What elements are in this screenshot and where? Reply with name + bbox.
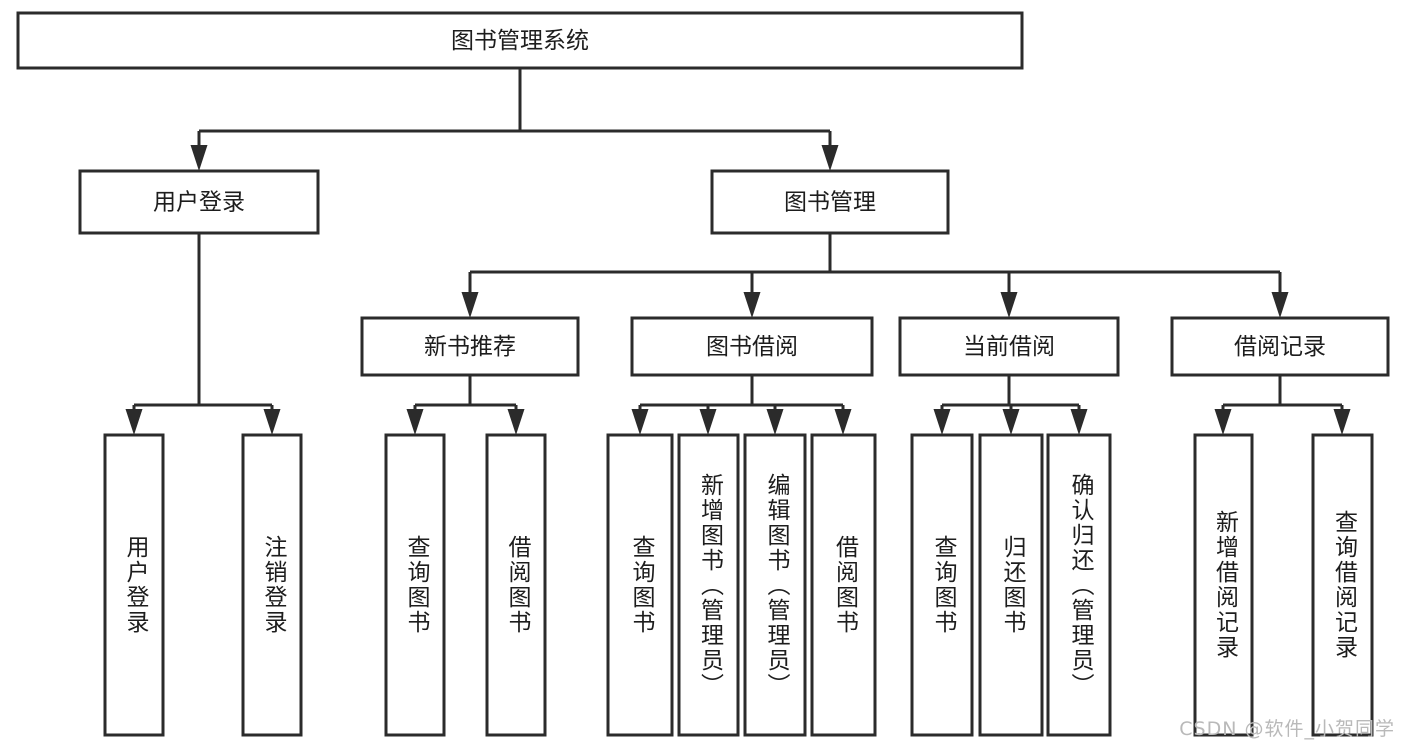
arrow-head-icon (743, 292, 761, 318)
conn-newbook-to-leaves (406, 375, 525, 435)
conn-borrowrecord-to-leaves (1214, 375, 1351, 435)
level3-box-borrow-record[interactable] (1170, 316, 1390, 377)
leaf-box-leaf-query-book-2[interactable] (606, 433, 674, 737)
arrow-head-icon (507, 409, 525, 435)
arrow-head-icon (834, 409, 852, 435)
arrow-head-icon (1271, 292, 1289, 318)
arrow-head-icon (1070, 409, 1088, 435)
arrow-head-icon (821, 145, 839, 171)
arrow-head-icon (1000, 292, 1018, 318)
conn-userlogin-to-leaves (125, 233, 281, 435)
level3-label-current-borrow: 当前借阅 (963, 334, 1055, 360)
conn-bookmanage-to-level3 (461, 233, 1289, 318)
watermark: CSDN @软件_小贺同学 (1179, 718, 1395, 740)
leaf-box-leaf-borrow-book-1[interactable] (485, 433, 547, 737)
leaf-box-leaf-confirm-return[interactable] (1046, 433, 1112, 737)
arrow-head-icon (263, 409, 281, 435)
root-box-root[interactable] (16, 11, 1024, 70)
level2-label-book-manage: 图书管理 (784, 190, 876, 216)
level2-box-book-manage[interactable] (710, 169, 950, 235)
root-label-root: 图书管理系统 (451, 28, 589, 54)
leaf-box-leaf-add-record[interactable] (1193, 433, 1254, 737)
level2-box-user-login[interactable] (78, 169, 320, 235)
level3-label-new-book-rec: 新书推荐 (424, 334, 516, 360)
arrow-head-icon (699, 409, 717, 435)
leaf-box-leaf-borrow-book-2[interactable] (810, 433, 877, 737)
level3-box-new-book-rec[interactable] (360, 316, 580, 377)
conn-bookborrow-to-leaves (631, 375, 852, 435)
leaf-box-leaf-return-book[interactable] (978, 433, 1044, 737)
leaf-box-leaf-user-logout[interactable] (241, 433, 303, 737)
connectors-layer (125, 68, 1351, 435)
arrow-head-icon (406, 409, 424, 435)
arrow-head-icon (766, 409, 784, 435)
leaf-box-leaf-user-login[interactable] (103, 433, 165, 737)
level3-box-book-borrow[interactable] (630, 316, 874, 377)
arrow-head-icon (461, 292, 479, 318)
arrow-head-icon (190, 145, 208, 171)
leaf-box-leaf-add-book[interactable] (677, 433, 740, 737)
arrow-head-icon (125, 409, 143, 435)
leaf-box-leaf-query-book-1[interactable] (384, 433, 446, 737)
arrow-head-icon (631, 409, 649, 435)
conn-root-to-level2 (190, 68, 839, 171)
boxes-layer (16, 11, 1390, 737)
conn-currentborrow-to-leaves (933, 375, 1088, 435)
leaf-box-leaf-edit-book[interactable] (743, 433, 807, 737)
level3-label-book-borrow: 图书借阅 (706, 334, 798, 360)
leaf-box-leaf-query-book-3[interactable] (910, 433, 974, 737)
leaf-box-leaf-query-record[interactable] (1311, 433, 1374, 737)
arrow-head-icon (1214, 409, 1232, 435)
arrow-head-icon (1002, 409, 1020, 435)
level3-label-borrow-record: 借阅记录 (1234, 334, 1326, 360)
arrow-head-icon (1333, 409, 1351, 435)
level2-label-user-login: 用户登录 (153, 190, 245, 216)
level3-box-current-borrow[interactable] (898, 316, 1120, 377)
arrow-head-icon (933, 409, 951, 435)
